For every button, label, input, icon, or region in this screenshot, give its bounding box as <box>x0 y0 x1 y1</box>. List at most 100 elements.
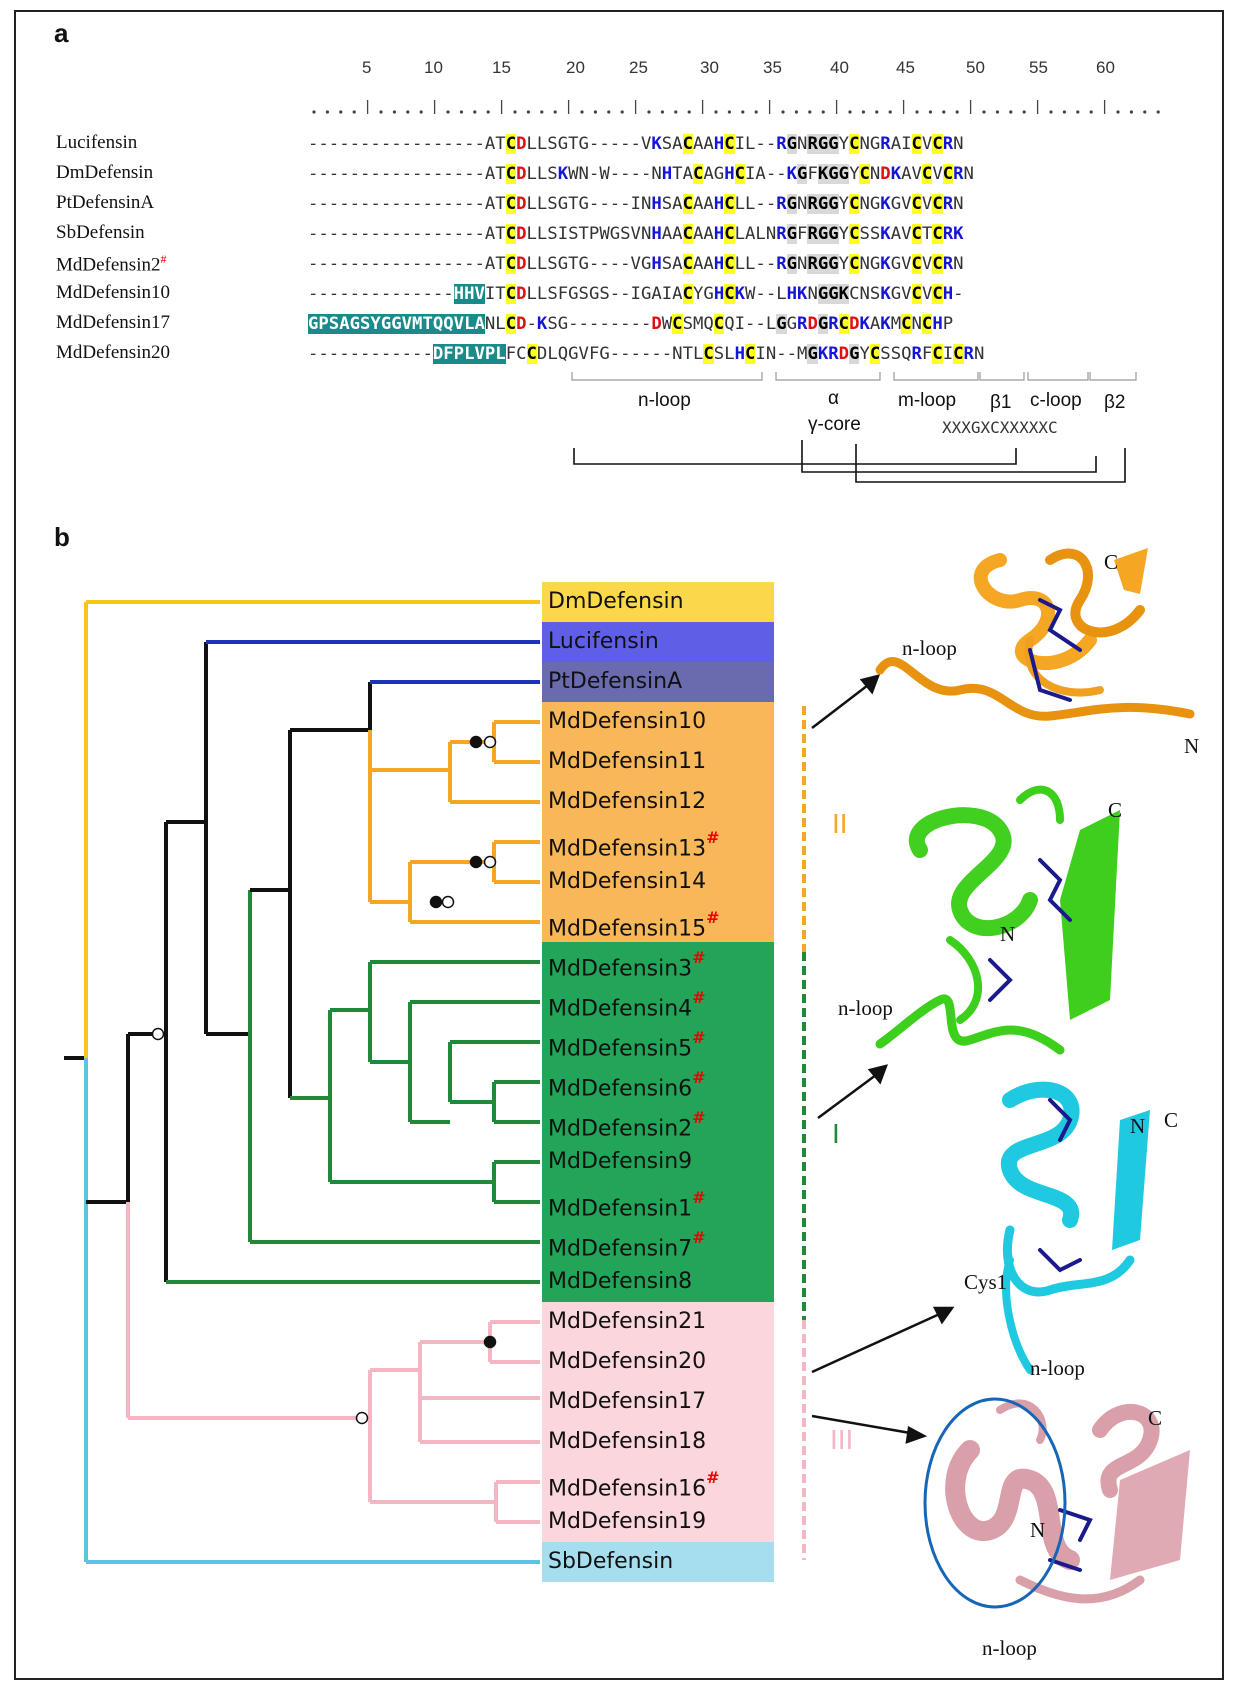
tree-leaf-label: MdDefensin17 <box>548 1389 707 1414</box>
sequence-segment: N <box>797 134 808 154</box>
ruler-dot <box>875 110 879 114</box>
ruler-dot <box>312 110 316 114</box>
sequence-segment: N <box>797 194 808 214</box>
sequence-segment: -------------- <box>308 284 454 304</box>
support-dot-open <box>483 855 497 869</box>
sequence-segment: G <box>786 134 798 154</box>
sequence-segment: C <box>932 194 943 214</box>
figure-frame <box>14 10 1224 1680</box>
sequence-segment: D <box>516 164 527 184</box>
sequence-segment: G <box>797 164 808 184</box>
sequence-name: DmDefensin <box>56 162 153 184</box>
sequence-segment: R <box>776 224 787 244</box>
sequence-segment: K <box>536 314 548 334</box>
sequence-name-text: DmDefensin <box>56 162 154 183</box>
sequence-segment: M <box>890 314 902 334</box>
sequence-segment: K <box>859 314 870 334</box>
sequence-segment: D <box>516 314 527 334</box>
sequence-segment: C <box>724 254 735 274</box>
sequence-segment: N <box>807 284 818 304</box>
s3-c-label: C <box>1164 1108 1179 1132</box>
ruler-dot <box>995 110 1000 114</box>
sequence-segment: HK <box>786 284 808 304</box>
sequence-segment: AA <box>692 254 714 274</box>
sequence-segment: K <box>786 164 798 184</box>
tree-leaf-label: SbDefensin <box>548 1549 674 1574</box>
ruler-dot <box>915 110 919 114</box>
sequence-segment: C <box>849 254 860 274</box>
sequence-segment: GV <box>890 284 912 304</box>
sequence-name: SbDefensin <box>56 222 145 244</box>
s4-nloop-label: n-loop <box>982 1636 1037 1660</box>
region-m-loop: m-loop <box>898 390 957 411</box>
sequence-row: --------------HHVITCDLLSFGSGS--IGAIACYGH… <box>308 284 964 304</box>
sequence-segment: C <box>682 194 693 214</box>
sequence-segment: N <box>797 254 808 274</box>
ruler-dot <box>540 110 544 114</box>
sequence-segment: C <box>526 344 537 364</box>
ruler-dot <box>1076 110 1080 114</box>
tree-leaf: MdDefensin6# <box>542 1062 774 1102</box>
ruler-dot <box>1089 110 1093 114</box>
sequence-segment: Y <box>838 134 850 154</box>
tree-leaf: MdDefensin14 <box>542 862 774 902</box>
ruler-dot <box>513 110 517 114</box>
sequence-segment: -----------------AT <box>308 164 506 184</box>
sequence-segment: C <box>505 164 517 184</box>
sequence-segment: F <box>505 344 517 364</box>
sequence-segment: Y <box>838 194 850 214</box>
ruler-number: 10 <box>424 58 443 77</box>
sequence-segment: K <box>880 224 891 244</box>
gamma-core-motif: XXXGXCXXXXXC <box>942 418 1058 437</box>
sequence-segment: Y <box>859 344 870 364</box>
sequence-segment: Y <box>849 164 860 184</box>
sequence-segment: C <box>953 344 964 364</box>
ruler-dot <box>781 110 785 114</box>
region-c-loop: c-loop <box>1030 390 1082 411</box>
ruler-dot <box>1062 110 1066 114</box>
sequence-segment: R <box>828 314 839 334</box>
sequence-segment: IT <box>484 284 506 304</box>
support-dot-open <box>355 1411 369 1425</box>
sequence-segment: D <box>880 164 891 184</box>
sequence-segment: RGG <box>807 254 839 274</box>
tree-leaf-label: MdDefensin12 <box>548 789 707 814</box>
sequence-segment: KR <box>817 344 839 364</box>
sequence-segment: H <box>713 224 725 244</box>
sequence-name-text: Lucifensin <box>56 132 138 153</box>
sequence-row: ------------DFPLVPLFCCDLQGVFG------NTLCS… <box>308 344 984 364</box>
sequence-segment: RGG <box>807 224 839 244</box>
ruler-ticks <box>312 100 1160 114</box>
region-beta1: β1 <box>990 392 1012 413</box>
tree-leaf-label: MdDefensin19 <box>548 1509 707 1534</box>
sequence-segment: C <box>932 254 943 274</box>
sequence-segment: IA-- <box>745 164 787 184</box>
tree-leaf: MdDefensin19 <box>542 1502 774 1542</box>
sequence-segment: - <box>526 314 537 334</box>
sequence-name-text: PtDefensinA <box>56 192 155 213</box>
sequence-segment: C <box>911 134 922 154</box>
sequence-segment: C <box>932 344 943 364</box>
ruler-dot <box>526 110 531 114</box>
sequence-segment: V <box>921 194 933 214</box>
ruler-dot <box>754 110 758 114</box>
sequence-segment: K <box>880 194 891 214</box>
sequence-segment: SA <box>661 194 683 214</box>
sequence-segment: T <box>921 224 933 244</box>
tree-leaf: MdDefensin3# <box>542 942 774 982</box>
sequence-segment: LLSGTG----VG <box>526 254 652 274</box>
sequence-row: -----------------ATCDLLSGTG----INHSACAAH… <box>308 194 964 214</box>
sequence-segment: Y <box>838 254 850 274</box>
ruler-dot <box>647 110 651 114</box>
sequence-row: -----------------ATCDLLSKWN-W----NHTACAG… <box>308 164 974 184</box>
sequence-segment: C <box>921 314 933 334</box>
sequence-row: GPSAGSYGGVMTQQVLANLCD-KSG--------DWCSMQC… <box>308 314 953 334</box>
sequence-segment: AG <box>703 164 725 184</box>
ruler-dot <box>1116 110 1120 114</box>
sequence-segment: WN-W----N <box>568 164 662 184</box>
tree-leaf-label: MdDefensin6 <box>548 1076 693 1102</box>
tree-leaf-label: MdDefensin9 <box>548 1149 693 1174</box>
ruler-dot <box>620 110 624 114</box>
sequence-segment: N <box>953 254 964 274</box>
s4-n-label: N <box>1030 1518 1046 1542</box>
